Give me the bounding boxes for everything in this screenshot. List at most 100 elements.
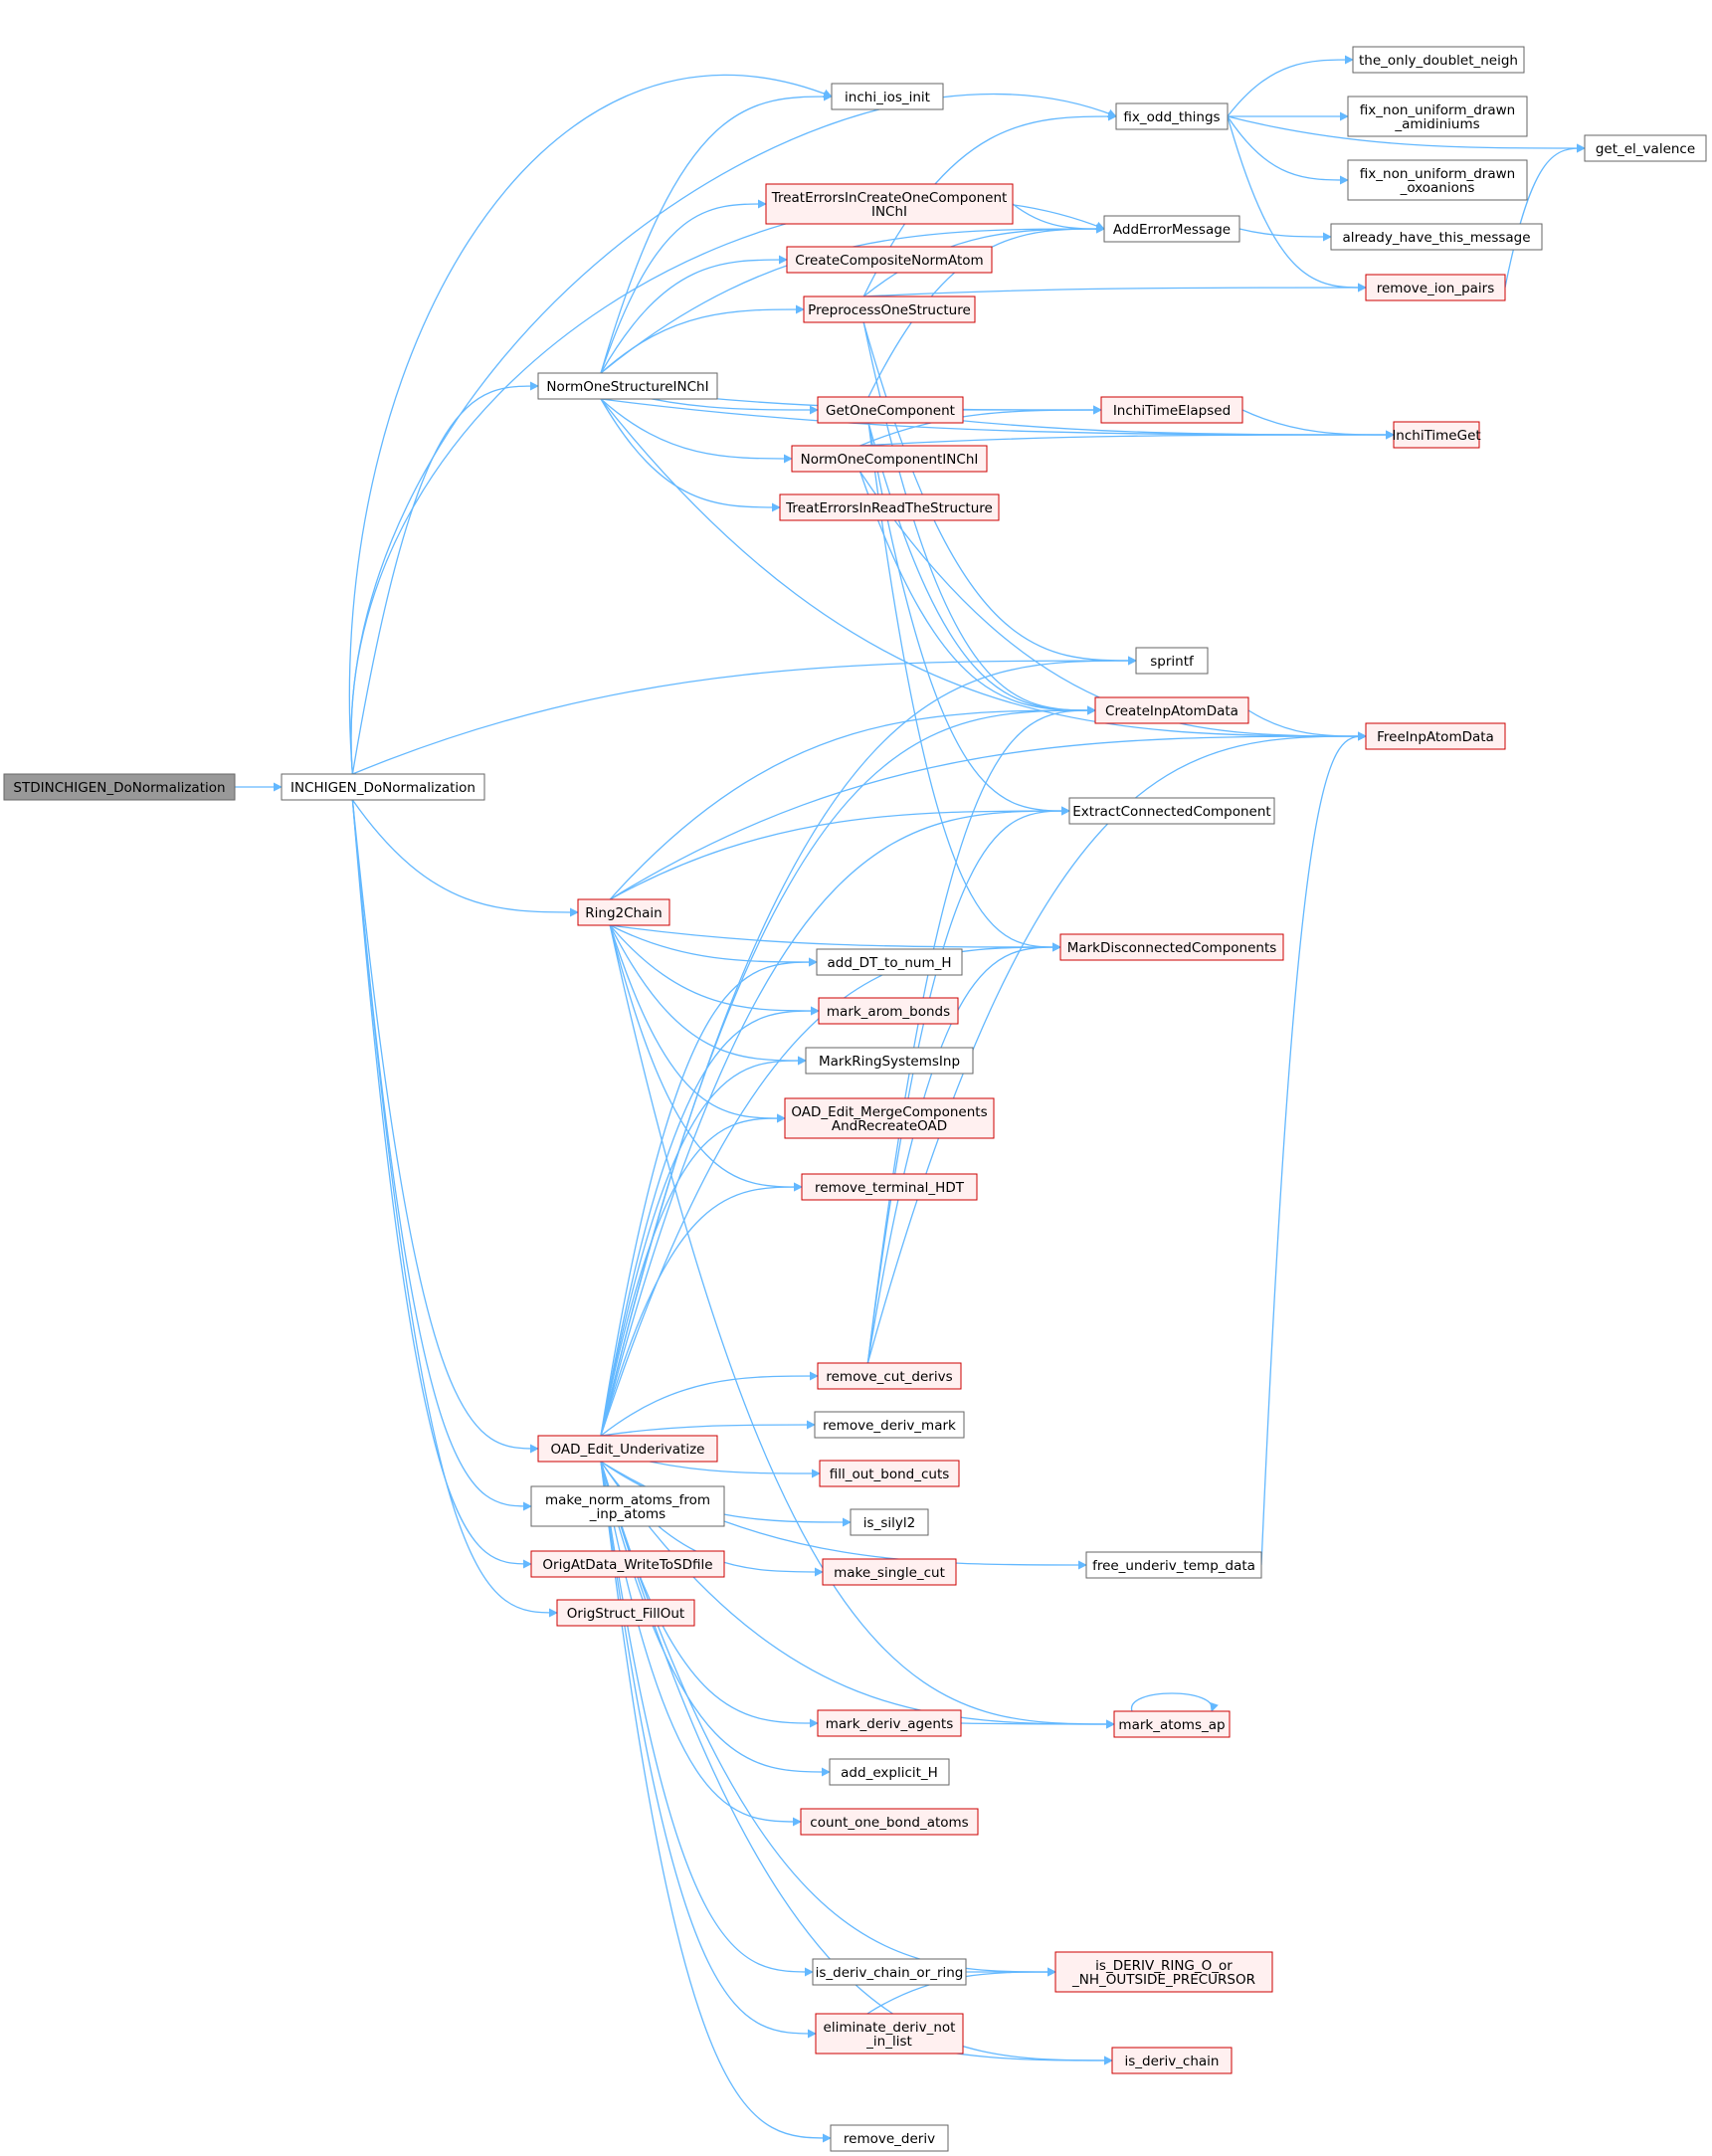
node-markderiv[interactable]: mark_deriv_agents <box>817 1709 962 1737</box>
edge-path <box>351 799 532 1511</box>
node-filloutbond[interactable]: fill_out_bond_cuts <box>819 1460 960 1487</box>
edge-path <box>859 430 1395 447</box>
node-timeget[interactable]: InchiTimeGet <box>1392 421 1481 449</box>
node-addexplicit[interactable]: add_explicit_H <box>829 1758 950 1786</box>
node-box <box>791 445 988 473</box>
node-freeinp[interactable]: FreeInpAtomData <box>1365 722 1506 750</box>
edge-path <box>600 1006 820 1437</box>
edge-path <box>600 398 1395 440</box>
node-preprocess[interactable]: PreprocessOneStructure <box>803 295 976 323</box>
node-removecut[interactable]: remove_cut_derivs <box>817 1362 962 1390</box>
edge-oad-to-isderivchainring <box>600 1461 814 1977</box>
node-adddt[interactable]: add_DT_to_num_H <box>816 948 963 976</box>
edge-path <box>1241 409 1395 440</box>
node-label: _amidiniums <box>1394 116 1479 132</box>
node-sprintf[interactable]: sprintf <box>1135 647 1209 675</box>
node-label: CreateInpAtomData <box>1105 703 1238 719</box>
node-makenorm[interactable]: make_norm_atoms_from_inp_atoms <box>530 1485 725 1527</box>
node-box <box>784 1097 995 1139</box>
edge-path <box>600 806 1070 1437</box>
node-box <box>1365 274 1506 301</box>
node-label: OrigAtData_WriteToSDfile <box>542 1557 712 1573</box>
node-isderivchainring[interactable]: is_deriv_chain_or_ring <box>812 1958 967 1986</box>
node-normonecomp[interactable]: NormOneComponentINChI <box>791 445 988 473</box>
edge-path <box>867 422 1061 952</box>
node-label: get_el_valence <box>1596 141 1695 157</box>
node-markatomsap[interactable]: mark_atoms_ap <box>1113 1710 1231 1738</box>
node-iosinit[interactable]: inchi_ios_init <box>831 83 944 110</box>
node-extractcc[interactable]: ExtractConnectedComponent <box>1068 797 1275 825</box>
node-theonly[interactable]: the_only_doublet_neigh <box>1352 46 1525 74</box>
node-box <box>1115 102 1229 130</box>
edge-oad-to-elimderiv <box>600 1461 817 2039</box>
node-issilyl2[interactable]: is_silyl2 <box>850 1508 929 1536</box>
edge-preprocess-to-removeion <box>863 283 1367 297</box>
node-removeion[interactable]: remove_ion_pairs <box>1365 274 1506 301</box>
node-adderr[interactable]: AddErrorMessage <box>1103 215 1240 243</box>
edge-ring2chain-to-markring <box>609 924 807 1066</box>
node-markdisc[interactable]: MarkDisconnectedComponents <box>1059 933 1284 961</box>
node-getonecomp[interactable]: GetOneComponent <box>817 396 964 424</box>
node-label: INCHIGEN_DoNormalization <box>290 780 476 796</box>
node-ring2chain[interactable]: Ring2Chain <box>577 898 670 926</box>
node-label: remove_cut_derivs <box>826 1369 952 1385</box>
node-oad[interactable]: OAD_Edit_Underivatize <box>537 1435 718 1463</box>
node-removederivmark[interactable]: remove_deriv_mark <box>814 1411 965 1439</box>
node-root[interactable]: STDINCHIGEN_DoNormalization <box>3 773 236 801</box>
node-box <box>1068 797 1275 825</box>
node-createinp[interactable]: CreateInpAtomData <box>1094 696 1249 724</box>
node-alreadyhave[interactable]: already_have_this_message <box>1330 223 1543 251</box>
edge-createinp-to-freeinp <box>1247 709 1367 741</box>
edge-normone-to-freeinp <box>600 398 1367 741</box>
node-markring[interactable]: MarkRingSystemsInp <box>805 1047 974 1075</box>
node-createcomposite[interactable]: CreateCompositeNormAtom <box>786 246 993 274</box>
edge-path <box>600 255 788 374</box>
edge-adderr-to-alreadyhave <box>1238 228 1332 242</box>
node-fixodd[interactable]: fix_odd_things <box>1115 102 1229 130</box>
edge-preprocess-to-fixodd <box>862 111 1117 297</box>
node-box <box>765 183 1014 225</box>
node-countone[interactable]: count_one_bond_atoms <box>800 1808 979 1836</box>
node-treaterrread[interactable]: TreatErrorsInReadTheStructure <box>779 493 1000 521</box>
node-elimderiv[interactable]: eliminate_deriv_not_in_list <box>815 2013 964 2055</box>
edge-inchigen-to-origat <box>351 799 532 1569</box>
edge-path <box>609 705 1096 900</box>
edge-normonecomp-to-timeget <box>859 430 1395 447</box>
node-isderivchain[interactable]: is_deriv_chain <box>1111 2047 1233 2074</box>
node-fixamid[interactable]: fix_non_uniform_drawn_amidiniums <box>1347 96 1528 137</box>
node-origstruct[interactable]: OrigStruct_FillOut <box>556 1599 695 1627</box>
node-isderivring[interactable]: is_DERIV_RING_O_or_NH_OUTSIDE_PRECURSOR <box>1054 1951 1273 1993</box>
edge-inchigen-to-origstruct <box>351 799 558 1618</box>
edge-preprocess-to-sprintf <box>862 321 1137 666</box>
node-getel[interactable]: get_el_valence <box>1584 134 1707 162</box>
node-markarom[interactable]: mark_arom_bonds <box>818 997 959 1025</box>
node-normone[interactable]: NormOneStructureINChI <box>537 372 718 400</box>
node-makesingle[interactable]: make_single_cut <box>822 1558 957 1586</box>
node-box <box>1113 1710 1231 1738</box>
node-label: TreatErrorsInReadTheStructure <box>785 500 993 516</box>
node-freeunderiv[interactable]: free_underiv_temp_data <box>1085 1551 1262 1579</box>
edge-treaterrcreate-to-adderr <box>1012 203 1105 234</box>
node-box <box>818 997 959 1025</box>
edge-path <box>600 1420 816 1437</box>
node-fixoxo[interactable]: fix_non_uniform_drawn_oxoanions <box>1347 159 1528 201</box>
edge-path <box>350 199 1105 775</box>
node-box <box>537 1435 718 1463</box>
edge-ring2chain-to-markatomsap <box>609 924 1115 1729</box>
node-removeterm[interactable]: remove_terminal_HDT <box>801 1173 978 1201</box>
edge-path <box>1247 709 1367 741</box>
node-origat[interactable]: OrigAtData_WriteToSDfile <box>530 1550 725 1578</box>
node-box <box>817 1709 962 1737</box>
node-label: inchi_ios_init <box>845 90 930 105</box>
node-box <box>786 246 993 274</box>
edge-path <box>600 92 833 374</box>
edge-path <box>866 942 1061 1364</box>
node-inchigen[interactable]: INCHIGEN_DoNormalization <box>281 773 485 801</box>
node-timeelapsed[interactable]: InchiTimeElapsed <box>1100 396 1243 424</box>
edge-path <box>867 422 1070 816</box>
node-label: is_silyl2 <box>863 1515 915 1531</box>
edge-fixodd-to-theonly <box>1227 55 1354 117</box>
node-removederiv[interactable]: remove_deriv <box>830 2124 949 2152</box>
